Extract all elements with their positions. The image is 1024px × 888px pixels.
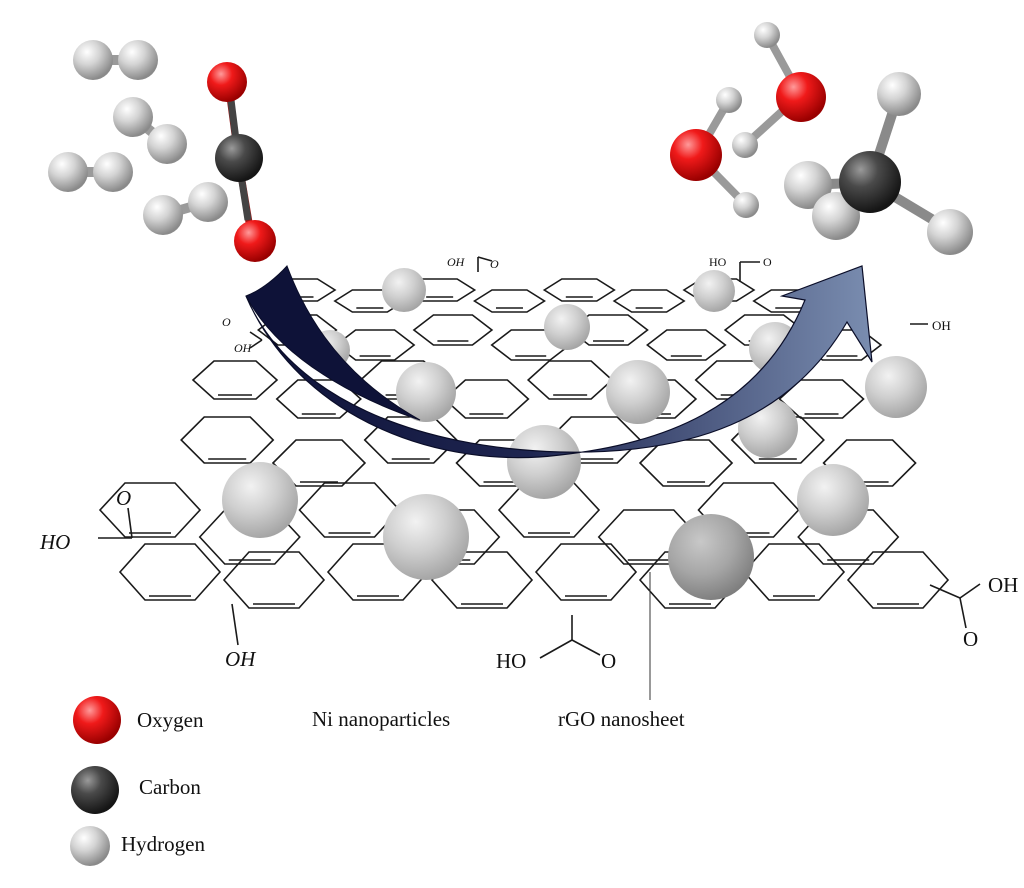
graphene-ring [412,314,494,346]
ni-nanoparticles-caption: Ni nanoparticles [312,707,450,731]
fg-top-left-oh: OH [234,341,253,355]
ni-particle [507,425,581,499]
graphene-ring [98,482,202,538]
fg-bottom-left-oh: OH [225,647,257,671]
reaction-arrow-tail [245,265,421,421]
reactant-h2-molecules [48,40,228,235]
ni-particle [668,514,754,600]
reaction-arrow-body [245,265,873,459]
ni-particle [383,494,469,580]
fg-left-o: O [116,486,131,510]
fg-top-mid-oh: OH [447,255,466,269]
fg-left-ho: HO [39,530,70,554]
fg-top-mid-o: O [490,257,499,271]
ni-particle [396,362,456,422]
fg-top-right-o: O [763,255,772,269]
ni-particle [222,462,298,538]
functional-group-bond [127,507,133,539]
legend-item-hydrogen: Hydrogen [70,826,205,866]
reactant-co2-molecule [207,62,276,262]
graphene-ring [271,439,367,487]
ni-particle [693,270,735,312]
h2-molecule [48,152,133,192]
graphene-ring [472,289,546,313]
oxygen-swatch [73,696,121,744]
graphene-ring [542,278,616,302]
h2-molecule [143,182,228,235]
fg-bottom-mid-o: O [601,649,616,673]
graphene-ring [222,551,326,609]
ni-particle [865,356,927,418]
rgo-nanosheet-caption: rGO nanosheet [558,707,685,731]
reaction-arrow [245,265,873,459]
ni-particle [544,304,590,350]
h2-molecule [73,40,158,80]
functional-group-bond [959,597,967,629]
product-h2o-molecules [670,22,826,218]
functional-group-bond [539,639,573,659]
ni-particle [797,464,869,536]
graphene-ring [526,360,614,400]
graphene-ring [612,289,686,313]
graphene-ring [534,543,638,601]
fg-right-o: O [963,627,978,651]
legend-item-carbon: Carbon [71,766,201,814]
graphene-ring [742,543,846,601]
legend-label-oxygen: Oxygen [137,708,204,732]
legend: Oxygen Carbon Hydrogen [70,696,205,866]
functional-group-bond [929,584,961,599]
graphene-ring [334,329,416,361]
functional-group-bond [477,256,493,262]
legend-label-hydrogen: Hydrogen [121,832,205,856]
functional-group-bond [571,639,601,656]
graphene-ring [275,379,362,419]
fg-top-right-ho: HO [709,255,727,269]
product-ch4-molecule [784,72,973,255]
legend-label-carbon: Carbon [139,775,201,799]
functional-group-bond [249,339,263,349]
graphene-ring [846,551,950,609]
functional-group-bond [231,603,239,646]
fg-top-left-o: O [222,315,231,329]
fg-right-oh: OH [988,573,1018,597]
ni-particle [382,268,426,312]
h2-molecule [113,97,187,164]
graphene-ring [443,379,530,419]
fg-right-edge-oh: OH [932,318,951,333]
graphene-ring [568,314,649,346]
graphene-ring [118,543,222,601]
graphene-ring [646,329,727,361]
graphene-ring [180,416,275,464]
functional-group-bond [249,331,263,341]
carbon-swatch [71,766,119,814]
hydrogen-swatch [70,826,110,866]
functional-group-bond [959,583,981,599]
h2o-molecule [732,22,826,158]
graphene-ring [191,360,279,400]
h2o-molecule [670,87,759,218]
ni-particle [606,360,670,424]
legend-item-oxygen: Oxygen [73,696,204,744]
fg-bottom-mid-ho: HO [496,649,526,673]
functional-groups: HO O OH HO O OH O OH O HO O O OH OH [39,255,1018,673]
